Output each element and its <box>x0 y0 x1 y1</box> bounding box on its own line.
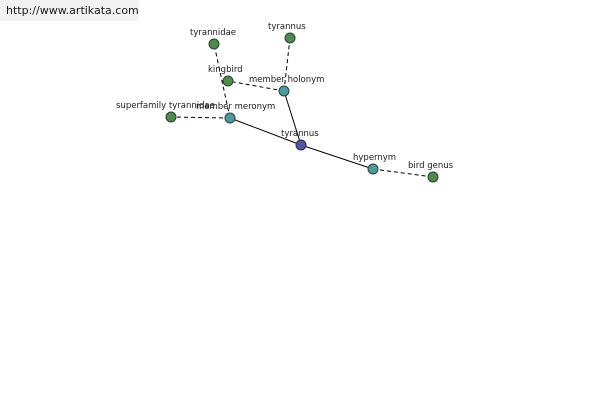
node-label-kingbird[interactable]: kingbird <box>208 65 243 75</box>
node-label-tyrannus-center[interactable]: tyrannus <box>281 129 319 139</box>
node-dot-tyrannus-center[interactable] <box>295 139 307 151</box>
node-tyrannus-top[interactable]: tyrannus <box>268 22 306 44</box>
node-dot-superfamily[interactable] <box>165 111 177 123</box>
edge-hypernym-to-bird-genus <box>372 168 434 178</box>
node-dot-member-meronym[interactable] <box>224 112 236 124</box>
node-hypernym[interactable]: hypernym <box>353 153 396 175</box>
node-label-hypernym[interactable]: hypernym <box>353 153 396 163</box>
node-superfamily[interactable]: superfamily tyrannidae <box>116 101 215 123</box>
node-label-member-meronym[interactable]: member meronym <box>196 102 275 112</box>
edge-tyrannus-center-to-member-meronym <box>229 117 302 146</box>
nodes-layer: tyrannidae tyrannus kingbird member holonym… <box>116 22 454 183</box>
node-member-holonym[interactable]: member holonym <box>249 75 324 97</box>
node-bird-genus[interactable]: bird genus <box>408 161 454 183</box>
edge-tyrannus-center-to-member-holonym <box>283 90 302 146</box>
node-dot-bird-genus[interactable] <box>427 171 439 183</box>
edge-member-holonym-to-kingbird <box>227 80 285 92</box>
node-label-tyrannus-top[interactable]: tyrannus <box>268 22 306 32</box>
node-member-meronym[interactable]: member meronym <box>196 102 275 124</box>
node-label-tyrannidae[interactable]: tyrannidae <box>190 28 236 38</box>
url-banner[interactable]: http://www.artikata.com <box>0 0 139 21</box>
edge-member-holonym-to-tyrannus-top <box>283 37 291 92</box>
edge-member-meronym-to-superfamily <box>170 116 231 119</box>
edges-layer <box>170 37 434 178</box>
node-kingbird[interactable]: kingbird <box>208 65 243 87</box>
node-dot-tyrannidae[interactable] <box>208 38 220 50</box>
node-dot-tyrannus-top[interactable] <box>284 32 296 44</box>
node-label-superfamily[interactable]: superfamily tyrannidae <box>116 101 215 111</box>
node-tyrannus-center[interactable]: tyrannus <box>281 129 319 151</box>
edge-member-meronym-to-tyrannidae <box>213 43 231 119</box>
node-dot-hypernym[interactable] <box>367 163 379 175</box>
node-tyrannidae[interactable]: tyrannidae <box>190 28 236 50</box>
node-dot-kingbird[interactable] <box>222 75 234 87</box>
node-dot-member-holonym[interactable] <box>278 85 290 97</box>
node-label-bird-genus[interactable]: bird genus <box>408 161 454 171</box>
edge-tyrannus-center-to-hypernym <box>300 144 374 170</box>
node-label-member-holonym[interactable]: member holonym <box>249 75 324 85</box>
